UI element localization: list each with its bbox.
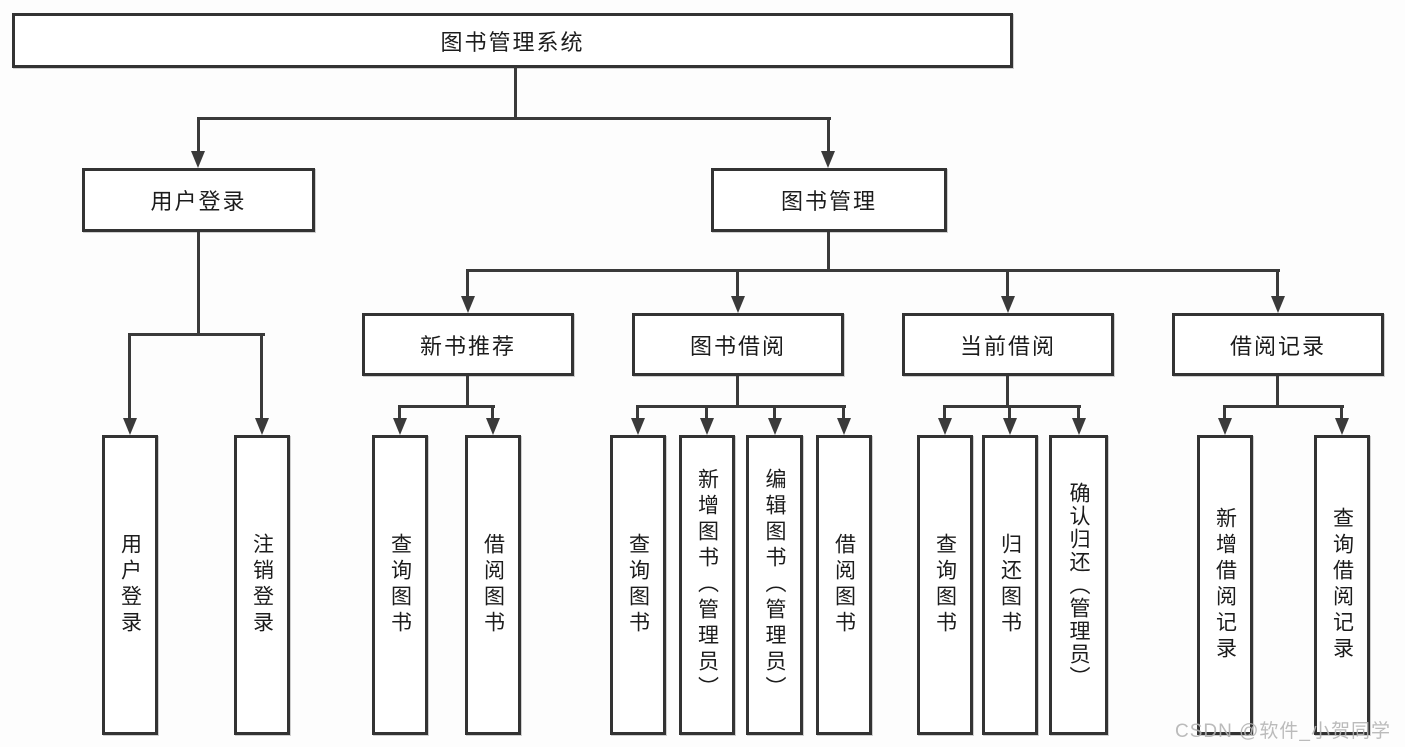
leaf-query-book-current: 查询图书 — [917, 435, 973, 735]
arrowhead-down — [837, 418, 851, 435]
csdn-watermark: CSDN @软件_小贺同学 — [1175, 721, 1391, 742]
connector-line — [466, 269, 469, 297]
connector-line — [1276, 376, 1279, 407]
arrowhead-down — [631, 418, 645, 435]
arrowhead-down — [1072, 418, 1086, 435]
connector-line — [466, 376, 469, 407]
connector-line — [773, 405, 776, 420]
leaf-add-borrow-record: 新增借阅记录 — [1197, 435, 1253, 735]
arrowhead-down — [938, 418, 952, 435]
connector-line — [197, 232, 200, 336]
connector-line — [197, 117, 831, 120]
node-label: 编辑图书（管理员） — [763, 468, 786, 702]
connector-line — [128, 333, 131, 418]
connector-line — [128, 333, 265, 336]
leaf-query-book-borrow: 查询图书 — [610, 435, 666, 735]
node-label: 注销登录 — [250, 533, 274, 637]
connector-line — [827, 117, 830, 153]
arrowhead-down — [486, 418, 500, 435]
connector-line — [1006, 376, 1009, 407]
node-root-library-system: 图书管理系统 — [12, 13, 1013, 68]
node-label: 图书管理 — [780, 189, 877, 214]
leaf-logout: 注销登录 — [234, 435, 290, 735]
connector-line — [466, 269, 1280, 272]
node-label: 图书管理系统 — [440, 29, 585, 55]
arrowhead-down — [191, 151, 205, 168]
leaf-add-book-admin: 新增图书（管理员） — [679, 435, 735, 735]
node-label: 当前借阅 — [959, 333, 1056, 359]
connector-line — [514, 67, 517, 119]
arrowhead-down — [700, 418, 714, 435]
node-label: 借阅图书 — [481, 533, 505, 637]
node-label: 借阅记录 — [1229, 333, 1326, 359]
leaf-confirm-return-admin: 确认归还（管理员） — [1049, 435, 1108, 735]
connector-line — [1223, 405, 1344, 408]
arrowhead-down — [1218, 418, 1232, 435]
node-label: 借阅图书 — [832, 533, 856, 637]
arrowhead-down — [393, 418, 407, 435]
arrowhead-down — [1271, 296, 1285, 313]
connector-line — [1223, 405, 1226, 420]
connector-line — [1006, 269, 1009, 297]
connector-line — [736, 376, 739, 407]
node-label: 新书推荐 — [419, 333, 516, 359]
arrowhead-down — [123, 418, 137, 435]
node-book-borrow: 图书借阅 — [632, 313, 844, 376]
leaf-query-borrow-record: 查询借阅记录 — [1314, 435, 1370, 735]
leaf-borrow-book: 借阅图书 — [816, 435, 872, 735]
node-label: 图书借阅 — [689, 333, 786, 359]
connector-line — [943, 405, 946, 420]
leaf-edit-book-admin: 编辑图书（管理员） — [746, 435, 803, 735]
connector-line — [197, 117, 200, 153]
connector-line — [827, 232, 830, 272]
node-label: 用户登录 — [118, 533, 142, 637]
arrowhead-down — [821, 151, 835, 168]
connector-line — [1077, 405, 1080, 420]
node-label: 查询图书 — [933, 533, 957, 637]
node-label: 新增图书（管理员） — [695, 468, 719, 702]
node-current-borrow: 当前借阅 — [902, 313, 1114, 376]
connector-line — [260, 333, 263, 418]
connector-line — [636, 405, 846, 408]
leaf-query-book-recommend: 查询图书 — [372, 435, 428, 735]
node-label: 确认归还（管理员） — [1067, 481, 1090, 689]
connector-line — [705, 405, 708, 420]
connector-line — [398, 405, 401, 420]
node-borrow-record: 借阅记录 — [1172, 313, 1384, 376]
connector-line — [736, 269, 739, 297]
connector-line — [943, 405, 1081, 408]
connector-line — [491, 405, 494, 420]
node-label: 归还图书 — [998, 533, 1022, 637]
node-label: 查询图书 — [626, 533, 650, 637]
arrowhead-down — [461, 296, 475, 313]
leaf-return-book: 归还图书 — [982, 435, 1038, 735]
node-label: 查询借阅记录 — [1330, 507, 1354, 663]
arrowhead-down — [731, 296, 745, 313]
arrowhead-down — [1003, 418, 1017, 435]
connector-line — [842, 405, 845, 420]
arrowhead-down — [768, 418, 782, 435]
connector-line — [1276, 269, 1279, 297]
node-label: 查询图书 — [388, 533, 412, 637]
node-label: 用户登录 — [150, 189, 247, 214]
arrowhead-down — [1001, 296, 1015, 313]
node-label: 新增借阅记录 — [1213, 507, 1237, 663]
connector-line — [636, 405, 639, 420]
arrowhead-down — [255, 418, 269, 435]
leaf-borrow-book-recommend: 借阅图书 — [465, 435, 521, 735]
node-new-book-recommend: 新书推荐 — [362, 313, 574, 376]
connector-line — [398, 405, 495, 408]
connector-line — [1008, 405, 1011, 420]
arrowhead-down — [1335, 418, 1349, 435]
node-book-management: 图书管理 — [711, 168, 947, 232]
node-user-login: 用户登录 — [82, 168, 315, 232]
leaf-user-login: 用户登录 — [102, 435, 158, 735]
connector-line — [1340, 405, 1343, 420]
